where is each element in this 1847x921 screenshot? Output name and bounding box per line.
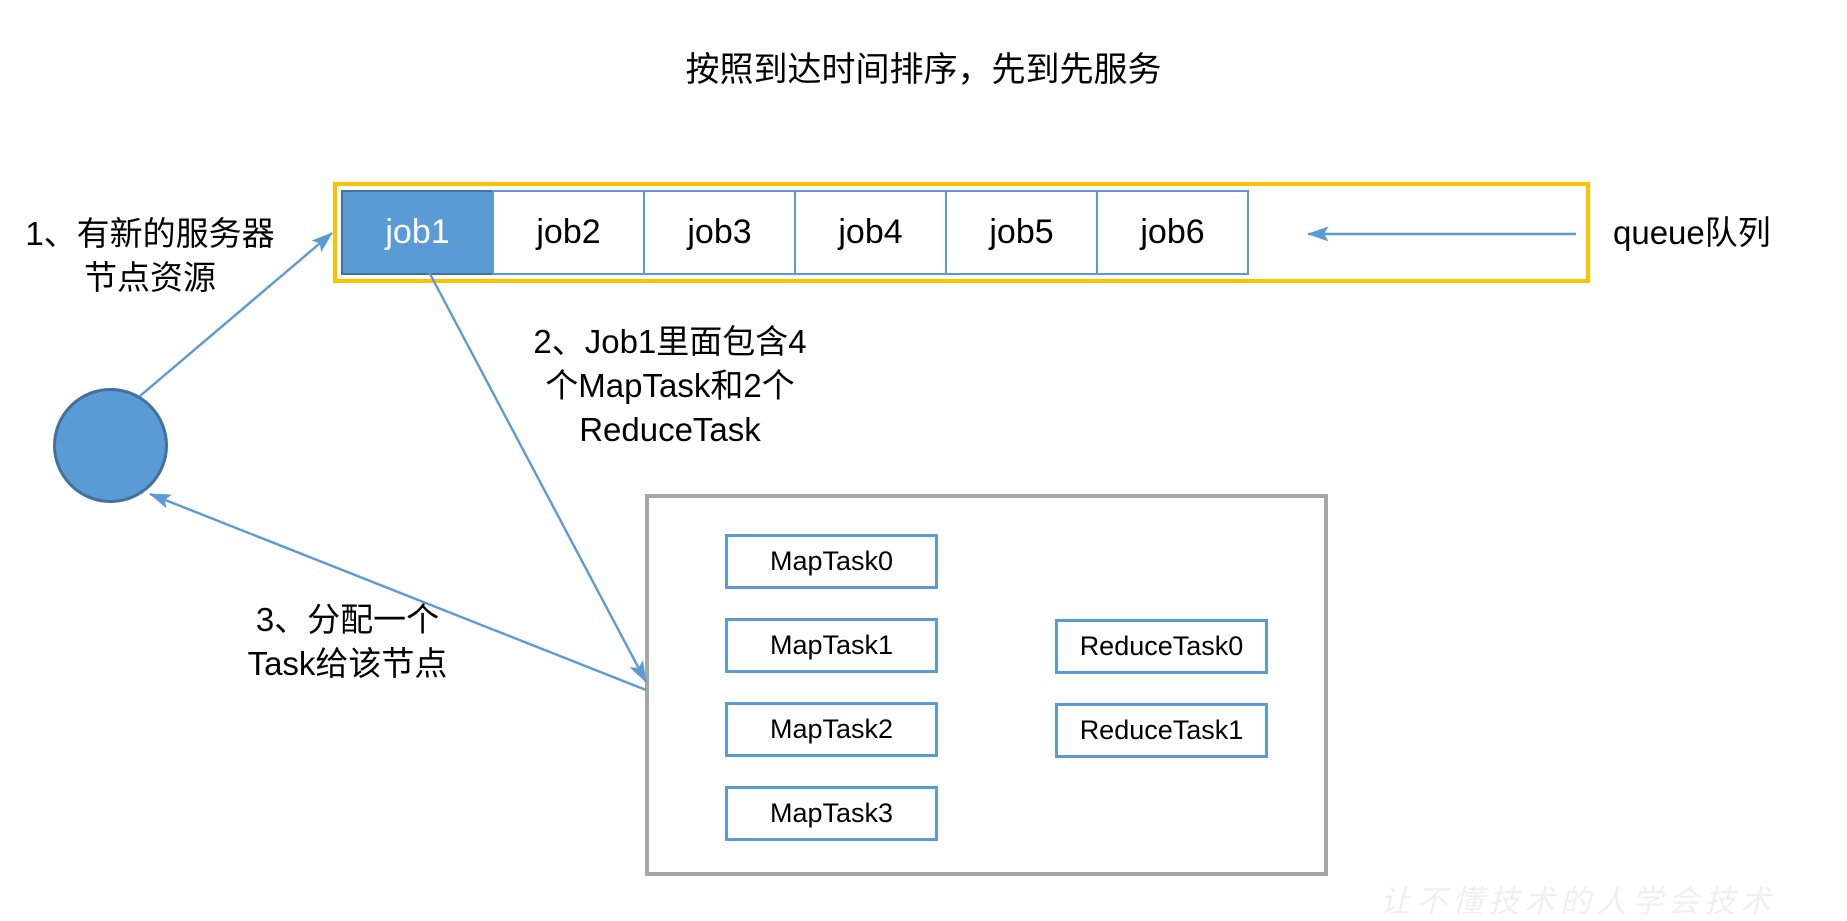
- page-title: 按照到达时间排序，先到先服务: [685, 51, 1162, 89]
- queue-cell-job5[interactable]: job5: [945, 190, 1098, 275]
- reduce-task-0[interactable]: ReduceTask0: [1055, 619, 1268, 674]
- map-task-2[interactable]: MapTask2: [725, 702, 938, 757]
- annotation-job1-contents: 2、Job1里面包含4 个MapTask和2个 ReduceTask: [533, 323, 807, 448]
- queue-label: queue队列: [1613, 214, 1771, 251]
- queue-cells: job1 job2 job3 job4 job5 job6: [341, 190, 1249, 275]
- map-task-3[interactable]: MapTask3: [725, 786, 938, 841]
- annotation-assign-task: 3、分配一个 Task给该节点: [247, 601, 448, 682]
- queue-cell-job3[interactable]: job3: [643, 190, 796, 275]
- reduce-task-column: ReduceTask0 ReduceTask1: [1055, 619, 1268, 758]
- map-task-column: MapTask0 MapTask1 MapTask2 MapTask3: [725, 534, 938, 841]
- watermark: 让不懂技术的人学会技术: [1380, 884, 1776, 920]
- queue-cell-job2[interactable]: job2: [492, 190, 645, 275]
- annotation-new-server-resource: 1、有新的服务器 节点资源: [25, 215, 275, 296]
- queue-cell-job6[interactable]: job6: [1096, 190, 1249, 275]
- queue-cell-job4[interactable]: job4: [794, 190, 947, 275]
- map-task-1[interactable]: MapTask1: [725, 618, 938, 673]
- reduce-task-1[interactable]: ReduceTask1: [1055, 703, 1268, 758]
- server-node-circle: [53, 388, 168, 503]
- queue-cell-job1[interactable]: job1: [341, 190, 494, 275]
- map-task-0[interactable]: MapTask0: [725, 534, 938, 589]
